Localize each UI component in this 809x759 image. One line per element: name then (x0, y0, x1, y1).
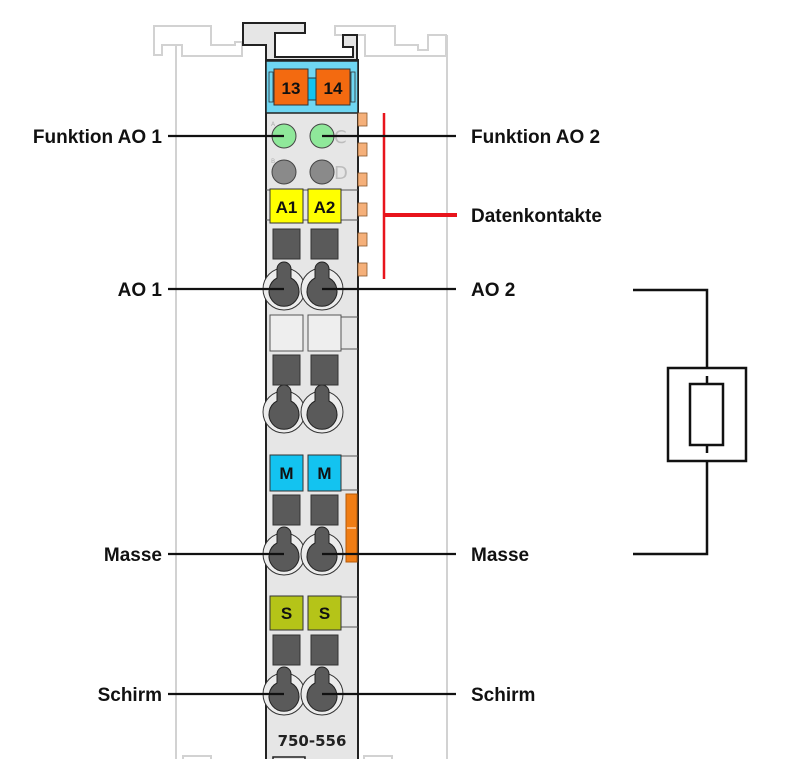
data-contact-pad (357, 202, 368, 217)
data-contact-pad (357, 262, 368, 277)
bottom-latch (272, 756, 306, 759)
left-neighbor-outline (153, 25, 243, 57)
terminal-13-label: 13 (282, 79, 301, 98)
clamp-opening (268, 666, 300, 712)
label-s2 (307, 595, 342, 631)
release-slot (310, 228, 339, 260)
release-slot (272, 494, 301, 526)
led-d (309, 159, 335, 185)
label-s1-text: S (281, 604, 292, 623)
release-slot (272, 354, 301, 386)
release-slot (272, 228, 301, 260)
label-a2 (307, 188, 342, 224)
release-slot (310, 354, 339, 386)
label-schirm-right: Schirm (471, 685, 535, 706)
label-m1 (269, 454, 304, 492)
label-schirm-left: Schirm (98, 685, 162, 706)
clamp-opening (306, 526, 338, 572)
top-bar-edge-left (268, 71, 274, 103)
terminal-13 (273, 68, 309, 106)
shield-box (666, 366, 748, 463)
data-contacts-bracket (382, 113, 457, 279)
neighbor-module-outlines (153, 25, 448, 759)
module-number: 750-556 (278, 732, 347, 750)
release-slot (310, 494, 339, 526)
resistor-icon (688, 382, 725, 447)
module-housing: 13 14 A C B D A1 A2 M M (242, 22, 359, 759)
terminal-14-label: 14 (324, 79, 343, 98)
clamp-group (262, 261, 344, 716)
label-funktion-ao1: Funktion AO 1 (33, 127, 163, 148)
terminal-14 (315, 68, 351, 106)
label-m2 (307, 454, 342, 492)
release-slot (272, 634, 301, 666)
left-foot-outline (182, 755, 212, 759)
data-contact-pad (357, 232, 368, 247)
clamp-opening (268, 261, 300, 307)
label-masse-right: Masse (471, 545, 529, 566)
led-c-letter: C (334, 127, 347, 148)
label-m1-text: M (279, 464, 293, 483)
right-neighbor-outline (334, 25, 447, 57)
label-a2-text: A2 (314, 198, 336, 217)
release-slot (310, 634, 339, 666)
top-latch (242, 22, 358, 61)
right-foot-outline (363, 755, 393, 759)
label-blank (269, 314, 304, 352)
label-blank (307, 314, 342, 352)
label-masse-left: Masse (104, 545, 162, 566)
data-contact-pad (357, 142, 368, 157)
led-d-letter: D (334, 163, 348, 184)
clamp-opening (306, 261, 338, 307)
label-ao2: AO 2 (471, 280, 515, 301)
label-funktion-ao2: Funktion AO 2 (471, 127, 600, 148)
label-datenkontakte: Datenkontakte (471, 206, 602, 227)
led-b-letter: B (271, 158, 275, 165)
clamp-opening (268, 526, 300, 572)
label-ao1: AO 1 (118, 280, 163, 301)
data-contact-pad (357, 172, 368, 187)
label-a1 (269, 188, 304, 224)
clamp-opening (306, 666, 338, 712)
label-s2-text: S (319, 604, 330, 623)
load-wire-top (633, 288, 709, 368)
load-wire-bottom (633, 461, 709, 556)
load-symbol (633, 288, 748, 556)
label-m2-text: M (317, 464, 331, 483)
data-contacts (357, 112, 368, 277)
data-contact-pad (357, 112, 368, 127)
label-s1 (269, 595, 304, 631)
led-a-letter: A (271, 121, 276, 128)
led-b (271, 159, 297, 185)
callout-lines (168, 134, 456, 696)
label-a1-text: A1 (276, 198, 298, 217)
top-bar-edge-right (350, 71, 356, 103)
